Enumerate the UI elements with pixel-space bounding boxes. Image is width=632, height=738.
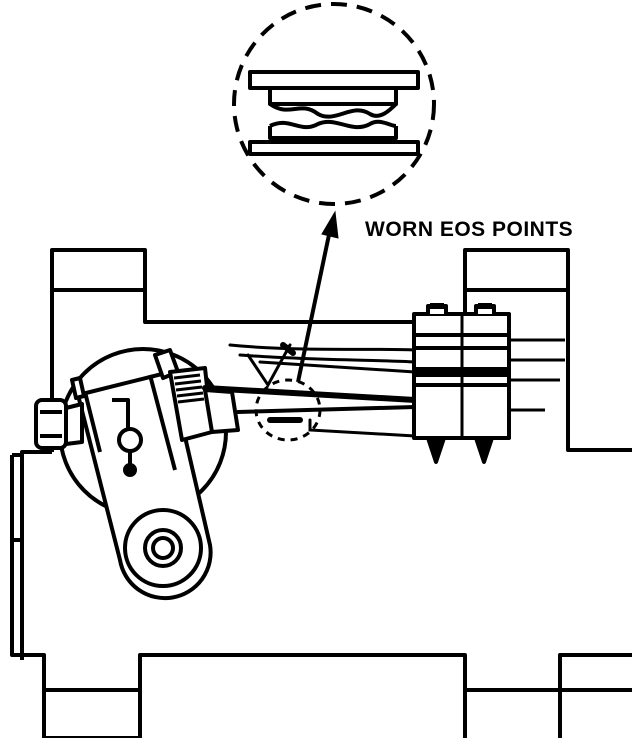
magnified-points (248, 70, 420, 156)
adjusting-screw (168, 366, 240, 442)
output-wires (509, 338, 565, 412)
detail-circle-small (254, 378, 322, 442)
callout-label-worn-eos-points: WORN EOS POINTS (365, 218, 573, 241)
pivot-arm (76, 348, 213, 601)
leader-arrow (296, 210, 339, 383)
left-bolt-nut (34, 376, 86, 450)
contact-springs (202, 342, 418, 438)
terminal-block (412, 303, 511, 464)
detail-circle-large (232, 2, 436, 206)
